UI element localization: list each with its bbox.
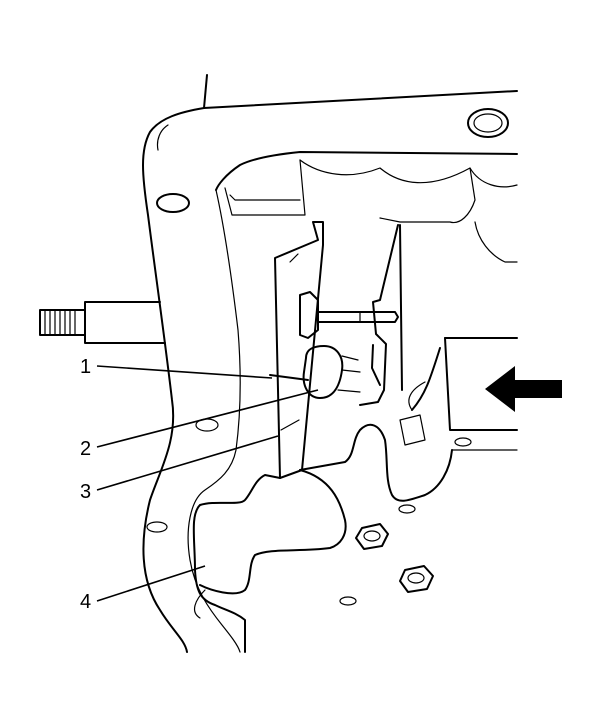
leader-3 — [96, 435, 279, 491]
leader-4 — [96, 565, 206, 602]
casing-holes — [146, 108, 509, 606]
callout-4: 4 — [80, 591, 91, 613]
leader-2 — [96, 389, 319, 448]
valve-body-cavity — [359, 224, 518, 446]
oil-pan — [192, 423, 518, 653]
callout-1: 1 — [80, 356, 91, 378]
callout-leaders — [96, 365, 319, 602]
output-shaft — [39, 301, 166, 344]
leader-1 — [96, 365, 273, 379]
callout-3: 3 — [80, 481, 91, 503]
direction-arrow-icon — [485, 366, 562, 412]
mounting-plate — [274, 221, 324, 479]
drain-nut-2 — [399, 565, 434, 593]
bolt — [317, 311, 399, 323]
housing-outline — [142, 74, 518, 653]
drain-nut-1 — [355, 523, 389, 550]
callout-2: 2 — [80, 438, 91, 460]
